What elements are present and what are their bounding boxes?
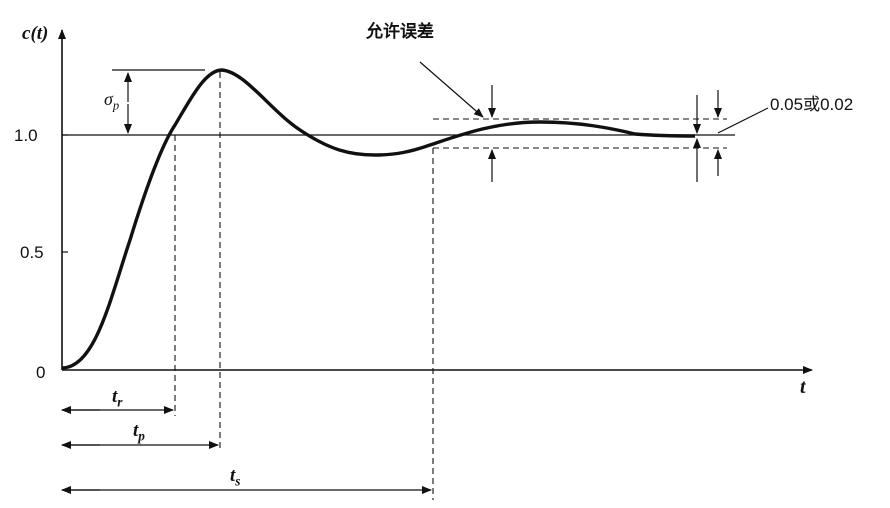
rise-time-label: tr: [112, 387, 122, 409]
settling-time-symbol: t: [230, 465, 236, 486]
y-tick-label-1: 1.0: [14, 126, 38, 145]
settling-time-sub: s: [235, 473, 241, 489]
overshoot-label: σp: [104, 90, 119, 112]
y-axis-label: c(t): [22, 24, 48, 43]
tolerance-value-leader: [717, 107, 769, 134]
peak-time-label: tp: [133, 421, 145, 443]
y-axis-label-name: c: [22, 23, 31, 44]
overshoot-symbol: σ: [104, 89, 113, 109]
response-curve: [61, 68, 696, 370]
settling-time-label: ts: [230, 466, 240, 488]
overshoot-sub: p: [112, 98, 120, 113]
tolerance-pointer: [419, 61, 484, 118]
tolerance-label: 允许误差: [366, 22, 434, 42]
rise-time-symbol: t: [112, 386, 118, 407]
y-tick-label-05: 0.5: [20, 243, 44, 262]
y-tick-label-0: 0: [36, 363, 46, 382]
x-axis-label: t: [800, 376, 806, 398]
peak-time-sub: p: [138, 428, 145, 444]
tolerance-value-label: 0.05或0.02: [770, 95, 854, 114]
peak-time-symbol: t: [133, 420, 139, 441]
rise-time-sub: r: [117, 394, 123, 410]
y-axis-label-arg: (t): [30, 23, 49, 44]
